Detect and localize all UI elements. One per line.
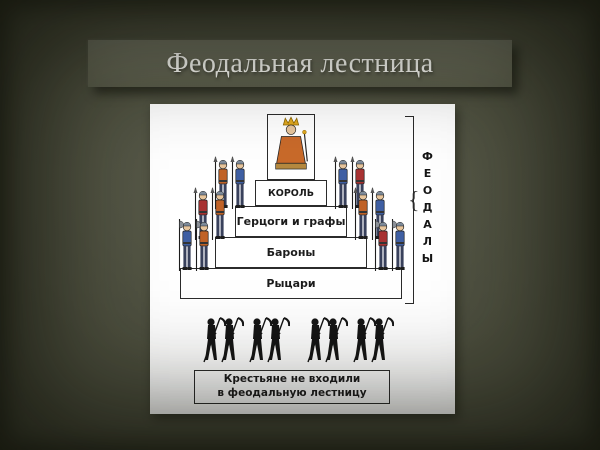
step-knights: Рыцари <box>180 268 402 299</box>
peasant-figure-icon <box>307 317 330 363</box>
noble-figure-icon <box>209 187 226 241</box>
peasants-note-line1: Крестьяне не входили <box>223 373 361 386</box>
title-banner: Феодальная лестница <box>88 40 512 87</box>
noble-figure-icon <box>349 156 366 210</box>
king-icon <box>275 116 308 170</box>
step-dukes-counts-label: Герцоги и графы <box>236 215 346 228</box>
peasant-figure-icon <box>325 317 348 363</box>
peasant-figure-icon <box>267 317 290 363</box>
feudals-bracket <box>405 116 414 304</box>
knight-figure-icon <box>332 156 349 210</box>
step-king-label: КОРОЛЬ <box>267 187 314 199</box>
halberdier-figure-icon <box>374 218 389 272</box>
king-throne-box <box>267 114 315 180</box>
peasant-figure-icon <box>353 317 376 363</box>
knight-figure-icon <box>369 187 386 241</box>
peasant-figure-icon <box>249 317 272 363</box>
peasant-figure-icon <box>203 317 226 363</box>
noble-figure-icon <box>352 187 369 241</box>
feudals-vertical-label: ФЕОДАЛЫ <box>421 150 434 269</box>
step-king: КОРОЛЬ <box>255 180 327 206</box>
feudal-ladder-image: КОРОЛЬ Герцоги и графы Бароны Рыцари <box>150 104 455 414</box>
slide-title: Феодальная лестница <box>166 47 434 79</box>
peasant-figure-icon <box>221 317 244 363</box>
peasants-note: Крестьяне не входили в феодальную лестни… <box>194 370 390 404</box>
knight-figure-icon <box>229 156 246 210</box>
step-barons-label: Бароны <box>266 246 316 259</box>
step-dukes-counts: Герцоги и графы <box>235 206 347 237</box>
step-knights-label: Рыцари <box>266 277 316 290</box>
halberdier-figure-icon <box>391 218 406 272</box>
halberdier-figure-icon <box>178 218 193 272</box>
noble-figure-icon <box>192 187 209 241</box>
feudals-brace-icon: { <box>408 188 420 214</box>
peasants-note-line2: в феодальную лестницу <box>217 387 367 399</box>
step-barons: Бароны <box>215 237 367 268</box>
noble-figure-icon <box>212 156 229 210</box>
halberdier-figure-icon <box>195 218 210 272</box>
peasant-figure-icon <box>371 317 394 363</box>
